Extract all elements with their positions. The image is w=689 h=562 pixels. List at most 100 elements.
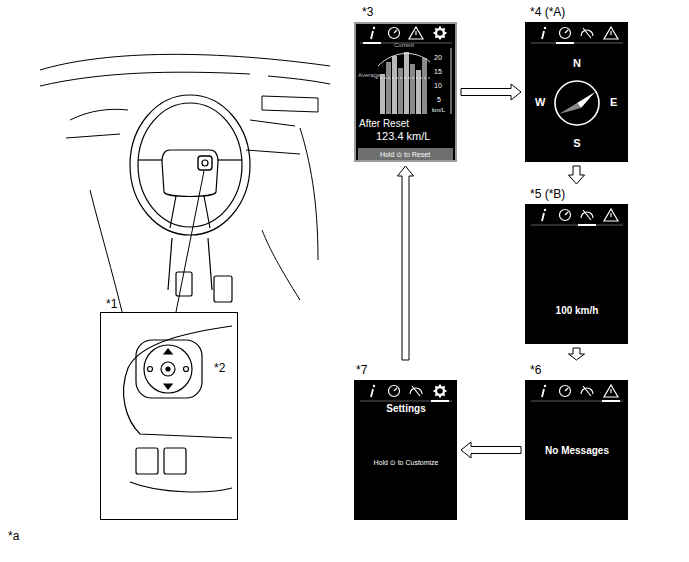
menu-icon <box>583 386 591 396</box>
display-text: 123.4 km/L <box>376 131 430 142</box>
menu-icon <box>542 213 544 221</box>
display-text: 15 <box>434 68 442 75</box>
menu-icon <box>436 387 444 395</box>
menu-icon <box>610 31 611 35</box>
menu-icon <box>560 386 571 397</box>
menu-icon <box>436 29 444 37</box>
display-text: Settings <box>386 404 425 414</box>
tab-rule <box>531 225 623 226</box>
inset-frame <box>101 313 238 520</box>
display-text: S <box>573 138 580 149</box>
display-screen-box: *5 (*B)100 km/h <box>525 188 628 344</box>
display-text: 5 <box>437 96 441 103</box>
menu-icon <box>435 394 437 396</box>
tab-marker <box>431 400 449 402</box>
menu-icon <box>415 31 416 35</box>
flow-arrow <box>569 348 585 360</box>
display-screen-box: *4 (*A) N W E S <box>525 6 628 162</box>
menu-icon <box>394 30 397 33</box>
menu-icons <box>531 385 623 401</box>
menu-icon <box>610 213 611 217</box>
menu-icons <box>360 27 452 44</box>
chart-bar <box>410 64 415 114</box>
display-text: W <box>535 97 545 108</box>
menu-icon <box>439 27 441 30</box>
menu-icon <box>542 31 544 39</box>
fuel-bar-chart <box>358 48 453 160</box>
menu-icon <box>434 390 437 392</box>
menu-icon <box>544 27 546 29</box>
circle-shape <box>555 81 599 125</box>
cockpit-outline <box>40 54 330 320</box>
menu-icon <box>439 37 441 40</box>
menu-icon <box>373 27 375 29</box>
menu-icon <box>565 388 568 391</box>
circle-shape <box>148 367 153 372</box>
tab-rule <box>531 43 623 44</box>
menu-icon <box>560 28 571 39</box>
chart-bar <box>392 56 397 114</box>
menu-icon <box>610 389 611 393</box>
menu-icon <box>389 28 400 39</box>
chart-bar <box>386 62 391 114</box>
rect-shape <box>164 448 186 474</box>
menu-icon <box>604 209 618 221</box>
menu-icon <box>443 386 445 388</box>
menu-icon <box>435 386 437 388</box>
menu-icon <box>434 32 437 34</box>
flow-arrow <box>461 442 521 458</box>
circle-shape <box>166 367 170 371</box>
flow-arrow <box>569 166 585 184</box>
menu-icon <box>409 27 423 39</box>
menu-icon <box>371 31 373 39</box>
chart-bar <box>416 70 421 114</box>
callout-number: *2 <box>214 362 225 374</box>
path-shape <box>164 384 172 389</box>
tab-marker <box>363 42 381 44</box>
menu-icon <box>444 390 447 392</box>
display-text: N <box>573 58 581 69</box>
display-text: Hold ⊙ to Customize <box>374 459 439 466</box>
menu-icon <box>604 385 618 397</box>
display-text: E <box>610 97 617 108</box>
path-shape <box>124 326 232 438</box>
callout-number: *3 <box>362 6 373 18</box>
menu-icon <box>544 209 546 211</box>
display-screen-box: *7SettingsHold ⊙ to Customize <box>354 364 457 520</box>
path-shape <box>164 349 172 354</box>
circle-shape <box>144 345 192 393</box>
display-text: No Messages <box>545 446 609 456</box>
chart-bar <box>404 52 409 114</box>
menu-icon <box>544 385 546 387</box>
flow-arrow <box>461 84 521 100</box>
menu-icon <box>443 28 445 30</box>
steering-wheel <box>130 95 250 302</box>
rect-shape <box>136 448 158 474</box>
menu-icon <box>443 394 445 396</box>
menu-icon <box>565 212 568 215</box>
screen-graphics <box>354 364 457 520</box>
menu-icons <box>360 385 452 402</box>
menu-icon <box>389 386 400 397</box>
callout-number: *4 (*A) <box>530 6 565 18</box>
callout-number: *6 <box>530 364 541 376</box>
hint-bar <box>358 148 453 160</box>
chart-curve <box>378 53 430 66</box>
menu-icon <box>373 385 375 387</box>
tab-marker <box>578 224 596 226</box>
path-shape <box>559 103 581 114</box>
callout-number: *7 <box>356 364 367 376</box>
callout-number: *a <box>8 530 19 542</box>
scroll-bar <box>451 48 452 114</box>
screen-graphics <box>525 364 628 520</box>
display-text: Average <box>358 72 380 78</box>
circle-shape <box>161 362 175 376</box>
menu-icon <box>583 28 591 38</box>
path-shape <box>130 482 232 492</box>
display-text: km/L <box>432 107 445 113</box>
flow-arrow <box>398 166 414 360</box>
circle-shape <box>184 367 189 372</box>
menu-icon <box>435 36 437 38</box>
rect-shape <box>136 340 202 398</box>
menu-icon <box>444 32 447 34</box>
